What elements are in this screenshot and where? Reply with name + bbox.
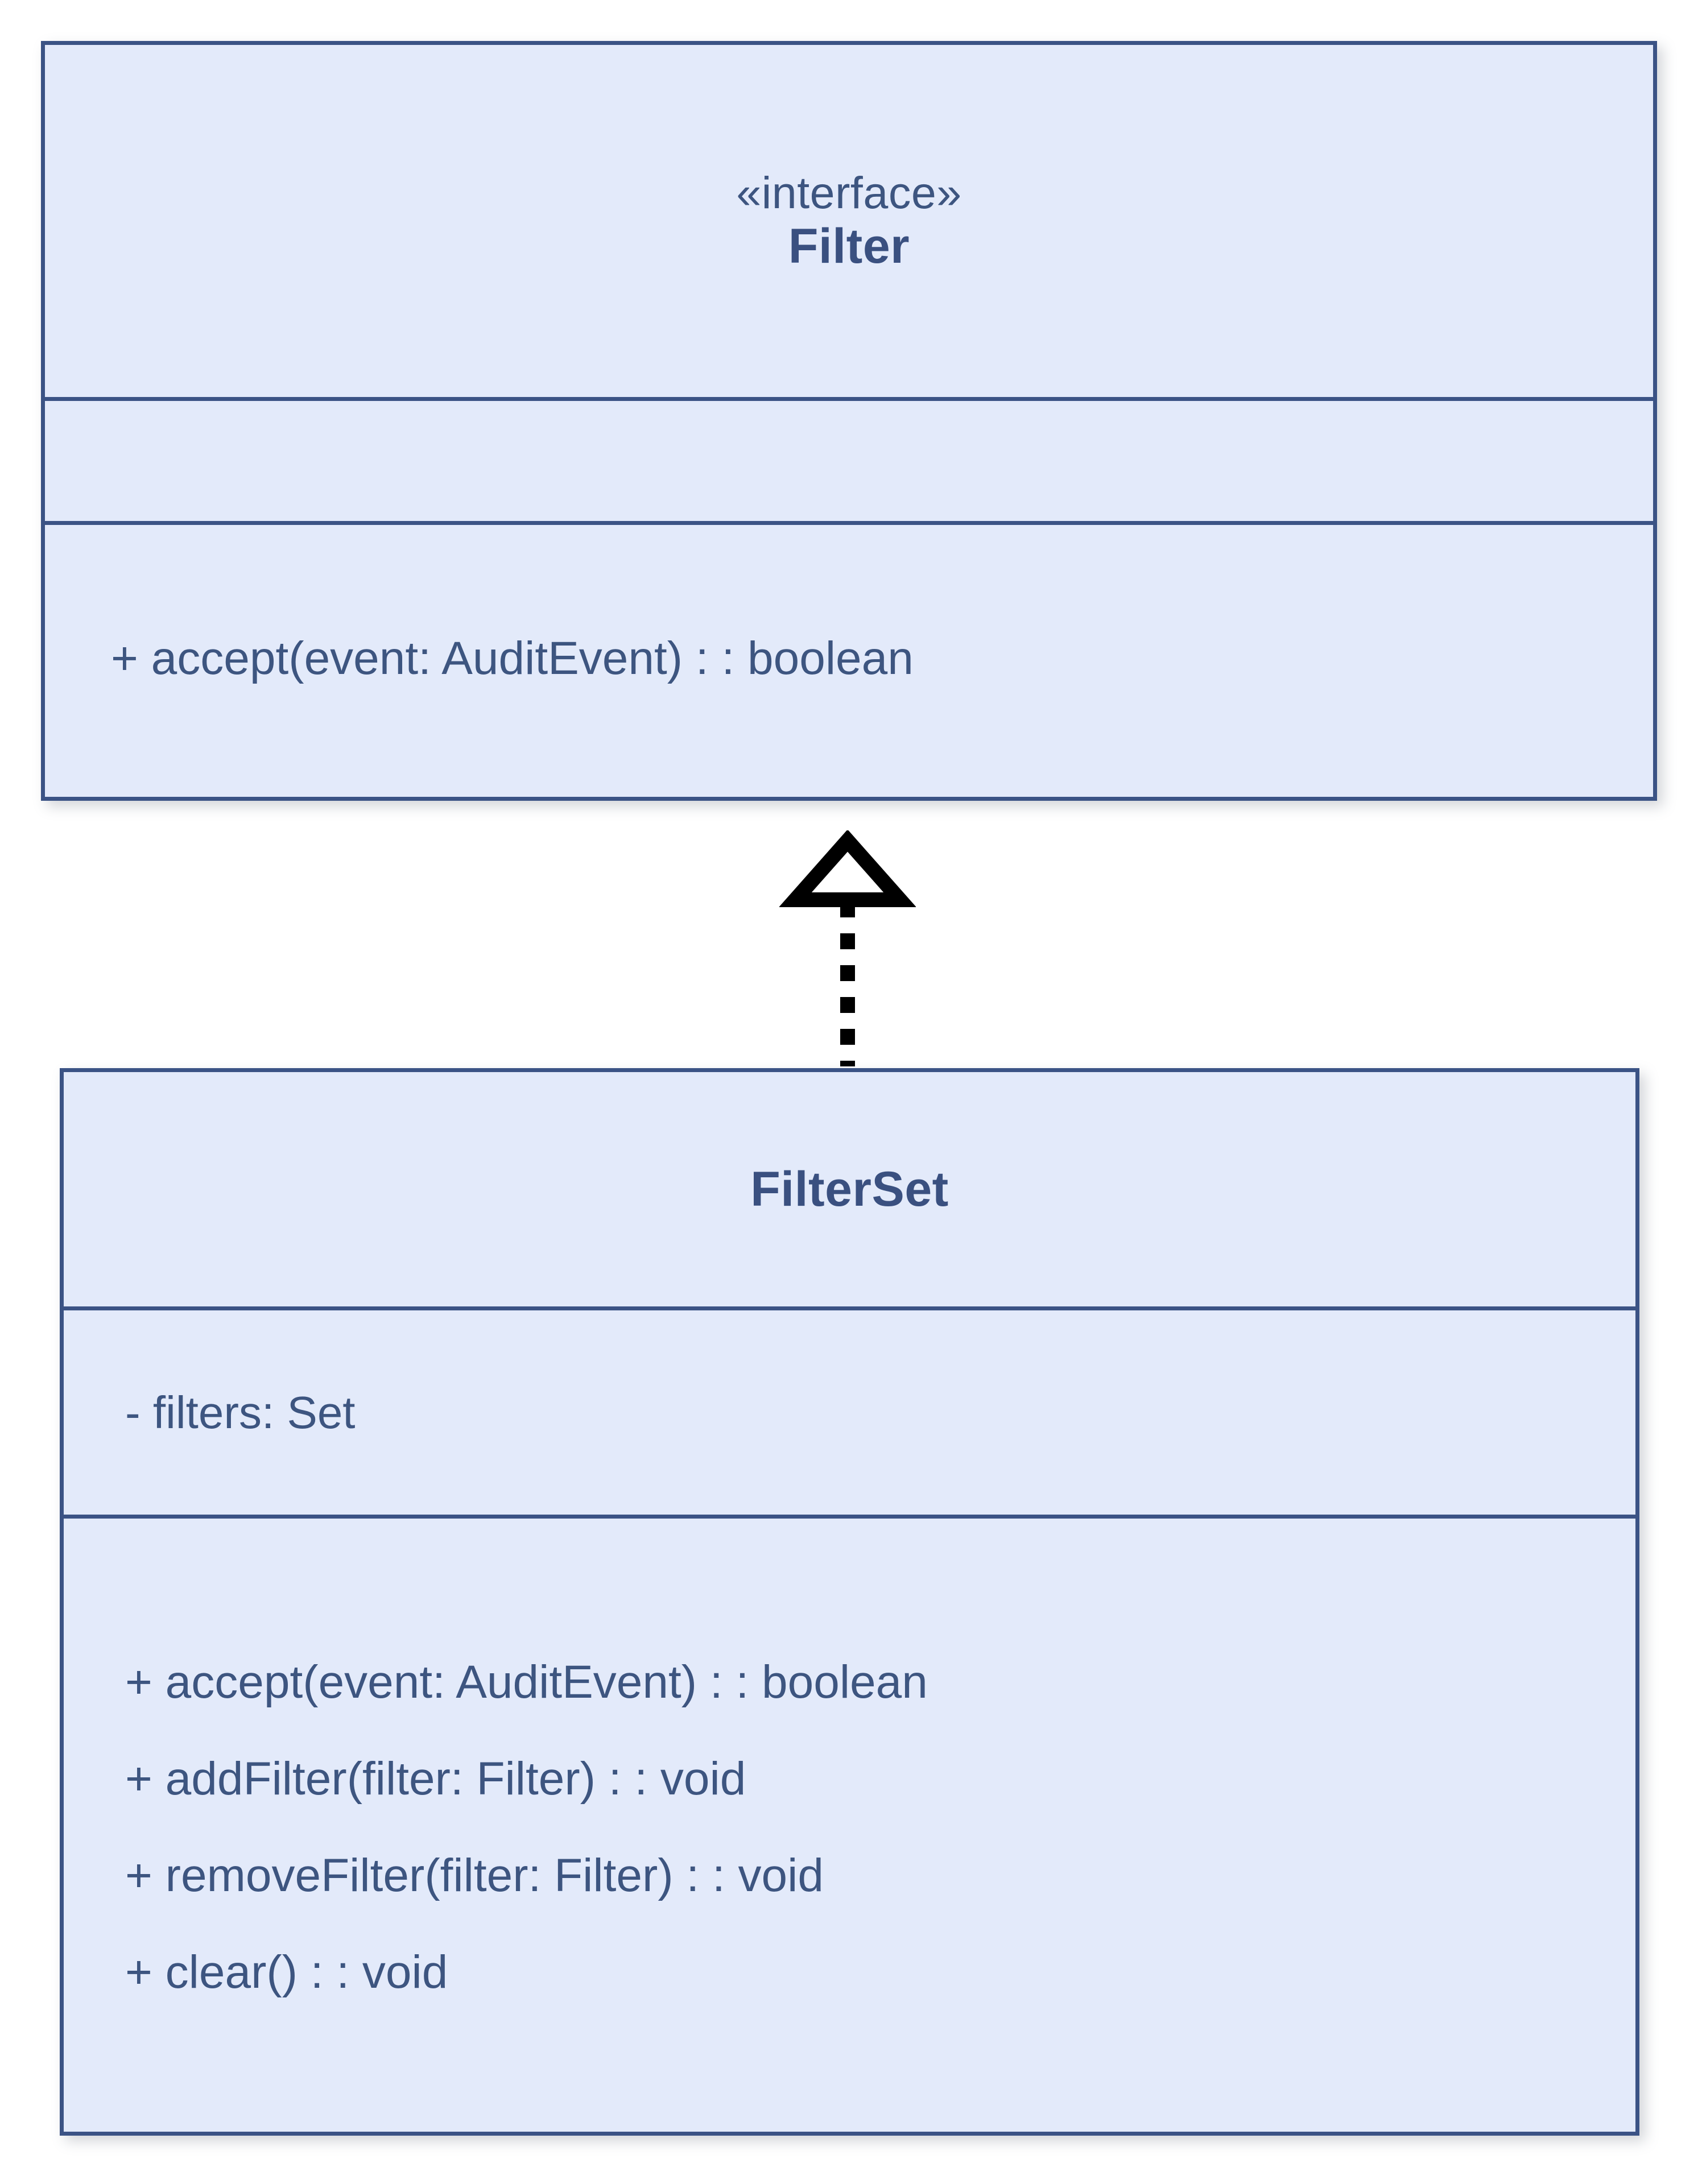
class-header-filterset: FilterSet — [64, 1072, 1635, 1306]
hollow-triangle-arrowhead — [779, 830, 916, 907]
class-title: Filter — [788, 219, 910, 274]
method-line: + accept(event: AuditEvent) : : boolean — [111, 632, 914, 684]
method-line: + addFilter(filter: Filter) : : void — [125, 1752, 746, 1805]
realization-connector — [779, 830, 916, 1075]
class-attributes-filterset: - filters: Set — [64, 1306, 1635, 1515]
class-header-filter: «interface» Filter — [45, 45, 1653, 397]
method-line: + removeFilter(filter: Filter) : : void — [125, 1849, 824, 1901]
class-methods-filter: + accept(event: AuditEvent) : : boolean — [45, 521, 1653, 792]
class-methods-filterset: + accept(event: AuditEvent) : : boolean … — [64, 1515, 1635, 2128]
attribute-line: - filters: Set — [125, 1387, 356, 1438]
method-line: + clear() : : void — [125, 1946, 448, 1998]
uml-class-filterset[interactable]: FilterSet - filters: Set + accept(event:… — [60, 1068, 1639, 2136]
method-line: + accept(event: AuditEvent) : : boolean — [125, 1656, 928, 1708]
class-attributes-filter — [45, 397, 1653, 521]
class-title: FilterSet — [750, 1161, 949, 1217]
class-stereotype: «interface» — [736, 167, 962, 218]
uml-class-filter[interactable]: «interface» Filter + accept(event: Audit… — [41, 41, 1657, 801]
